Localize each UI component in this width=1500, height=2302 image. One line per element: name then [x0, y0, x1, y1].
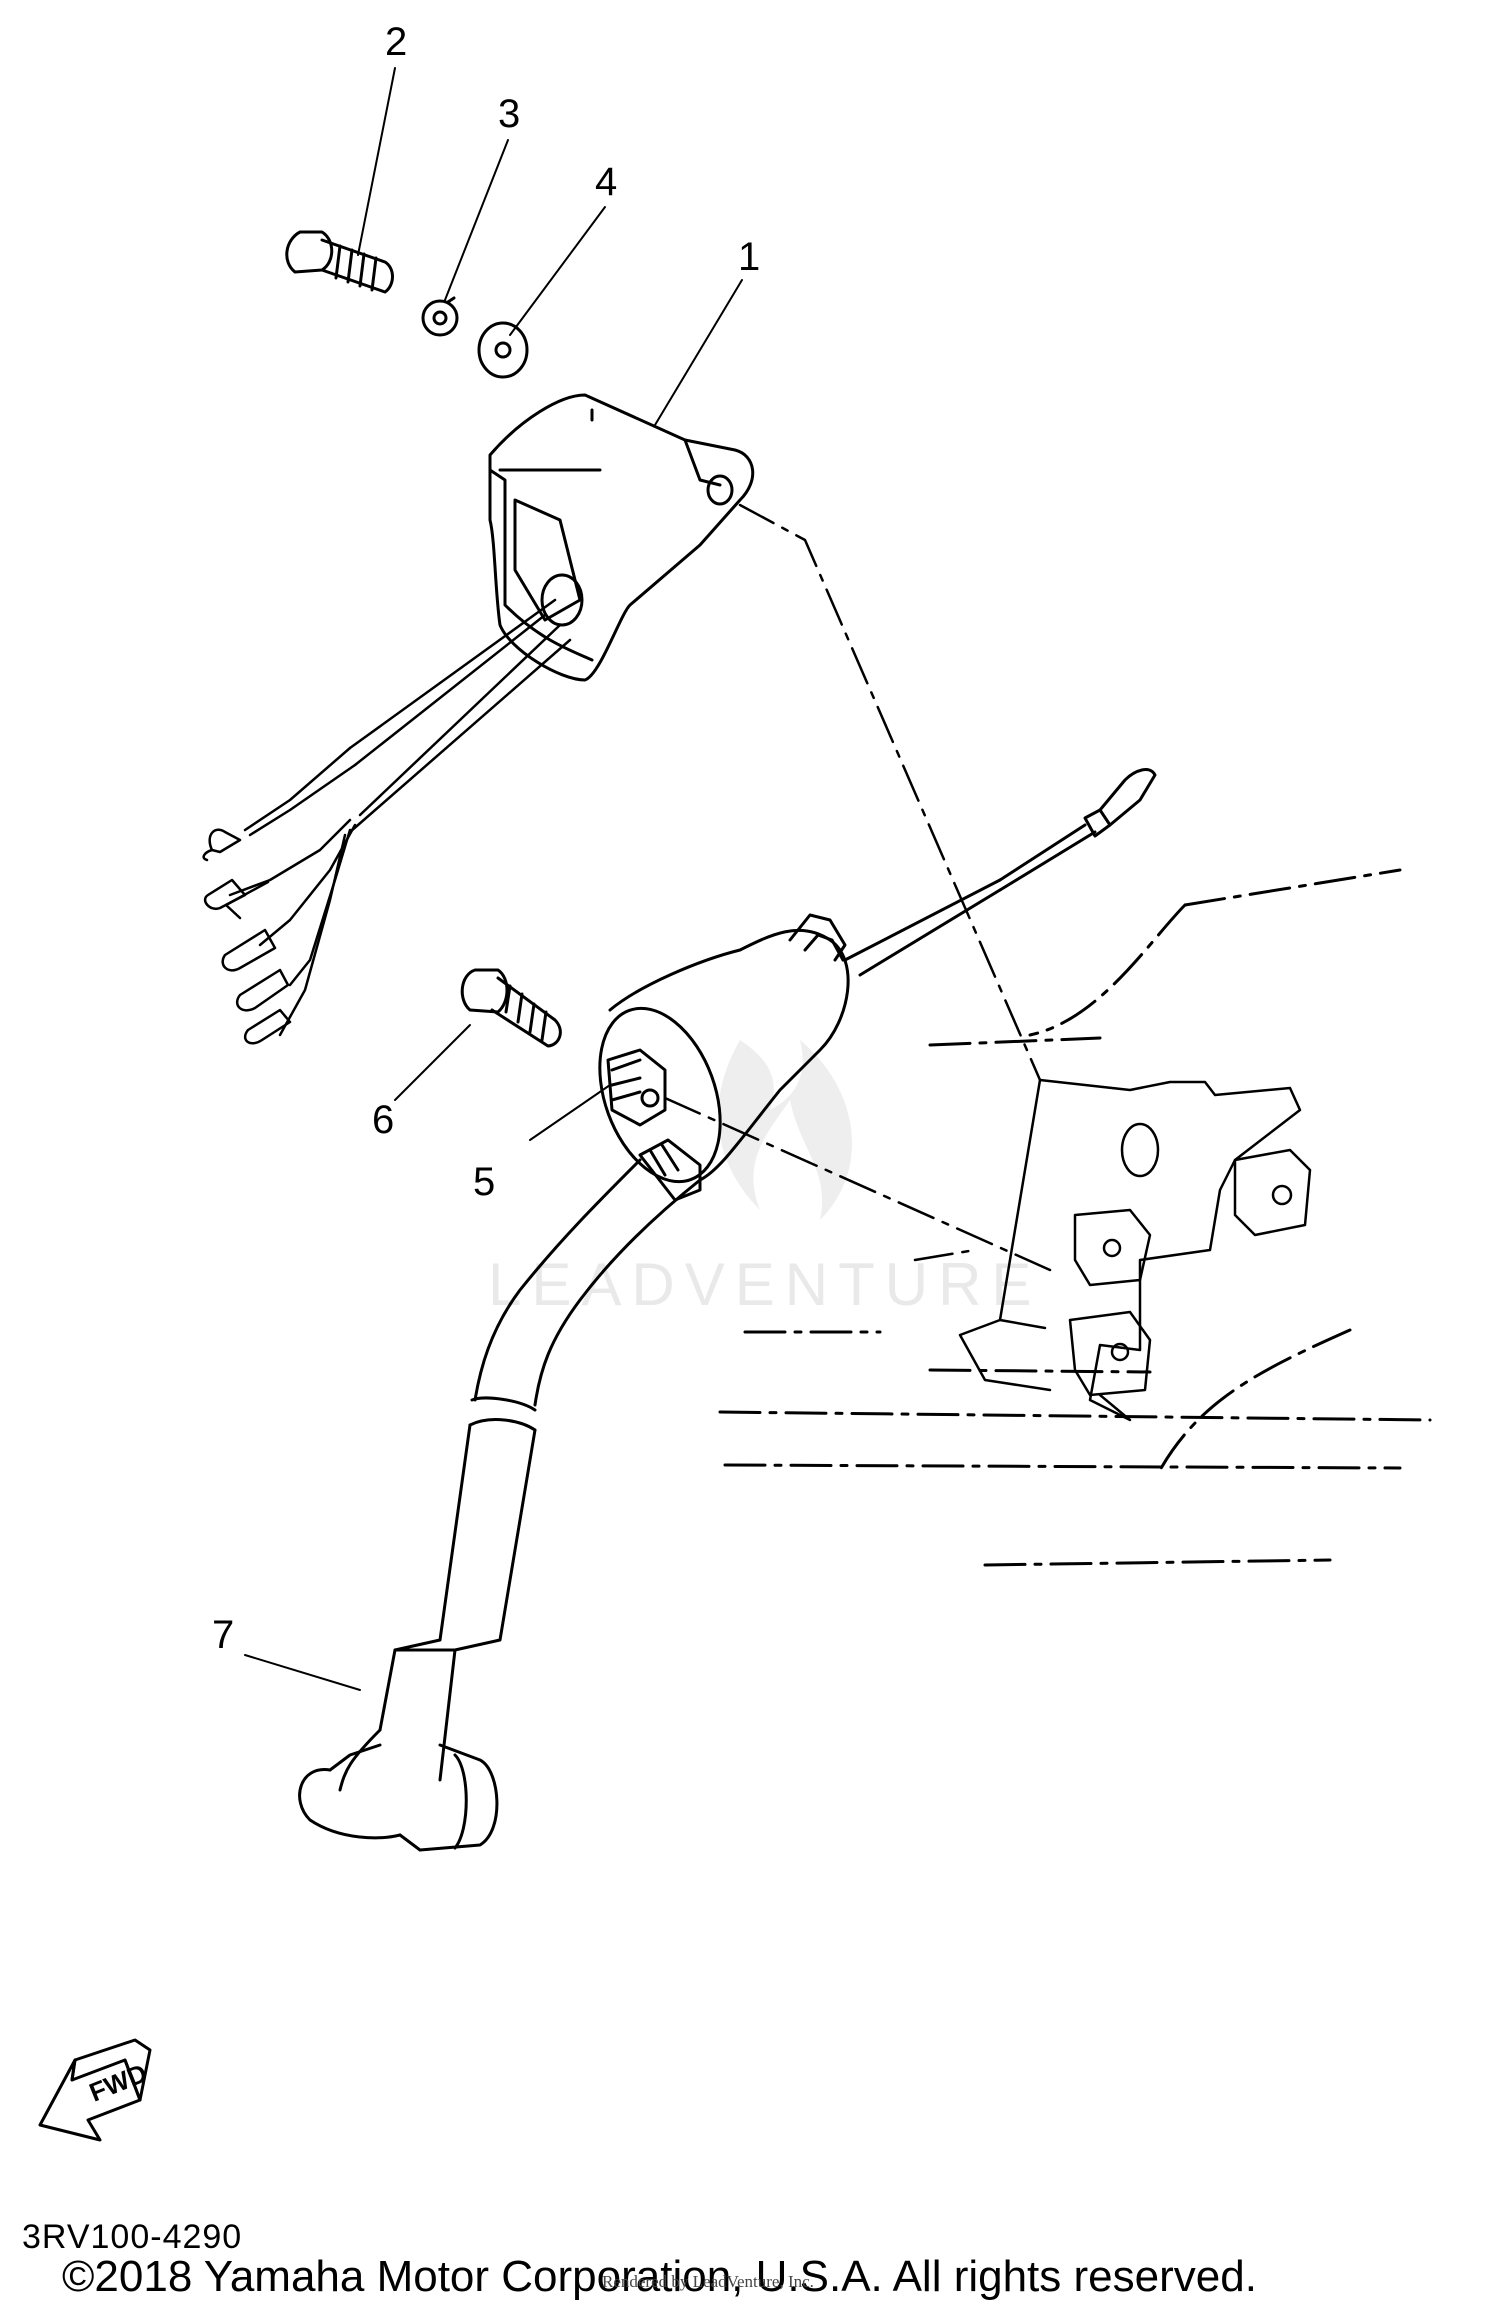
mount-bracket	[958, 1078, 1312, 1422]
callout-6: 6	[372, 1098, 394, 1142]
callouts: 2 3 4 1 6 5 7	[212, 20, 760, 1657]
part-3-lock-washer	[421, 296, 459, 337]
fwd-arrow-icon	[38, 2038, 152, 2142]
assembly-lines	[663, 503, 1052, 1272]
callout-1: 1	[738, 235, 760, 279]
part-4-washer	[477, 321, 529, 379]
part-7-plug-cap-lead	[298, 1138, 702, 1852]
part-5-ignition-coil	[598, 768, 1157, 1184]
rendered-by-notice: Rendered by LeadVenture, Inc.	[602, 2272, 814, 2291]
callout-2: 2	[385, 20, 407, 64]
part-2-screw	[285, 230, 394, 294]
part-6-bolt	[460, 968, 562, 1048]
callout-3: 3	[498, 92, 520, 136]
callout-4: 4	[595, 160, 617, 204]
watermark: LEADVENTURE	[488, 1040, 1041, 1318]
callout-leaders	[244, 67, 743, 1691]
callout-5: 5	[473, 1160, 495, 1204]
diagram-part-number: 3RV100-4290	[22, 2218, 243, 2256]
part-1-cdi-unit	[488, 393, 755, 682]
callout-7: 7	[212, 1613, 234, 1657]
cdi-wire-harness	[202, 598, 572, 1045]
engine-outline	[718, 868, 1432, 1567]
watermark-text: LEADVENTURE	[488, 1251, 1041, 1318]
